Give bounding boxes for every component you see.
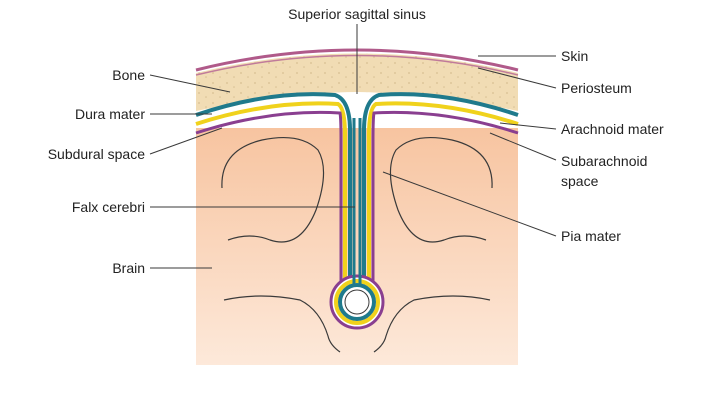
label-superior-sagittal-sinus: Superior sagittal sinus (288, 6, 426, 22)
label-skin: Skin (561, 48, 588, 64)
falx-bulb-teal (338, 283, 376, 321)
leader-periosteum (477, 67, 557, 89)
label-falx-cerebri: Falx cerebri (72, 199, 145, 215)
dura-mater-right (362, 92, 519, 284)
gyrus-left-upper (221, 137, 325, 243)
leader-bone (149, 74, 231, 93)
pia-mater-right (371, 110, 519, 292)
label-subarachnoid-space-line2: space (561, 173, 599, 189)
falx-cerebri (352, 118, 362, 286)
leader-subdural-space (149, 127, 223, 155)
label-arachnoid-mater: Arachnoid mater (561, 121, 664, 137)
falx-bulb-yellow (334, 279, 380, 325)
label-periosteum: Periosteum (561, 80, 632, 96)
label-dura-mater: Dura mater (75, 106, 145, 122)
label-subdural-space: Subdural space (48, 146, 146, 162)
dura-mater-left (195, 92, 352, 284)
pia-mater-left (195, 110, 343, 292)
label-pia-mater: Pia mater (561, 228, 621, 244)
arachnoid-mater-left (195, 101, 347, 288)
falx-bulb-inner (344, 289, 370, 315)
arachnoid-mater-right (367, 101, 519, 288)
leader-arachnoid-mater (499, 122, 557, 130)
leader-subarachnoid-space (489, 132, 557, 161)
label-brain: Brain (112, 260, 145, 276)
label-bone: Bone (112, 67, 145, 83)
gyrus-left-lower (223, 295, 341, 353)
leader-pia-mater (382, 171, 557, 237)
brain-mass (196, 128, 518, 366)
label-subarachnoid-space-line1: Subarachnoid (561, 153, 647, 169)
gyrus-right-lower (373, 295, 491, 353)
